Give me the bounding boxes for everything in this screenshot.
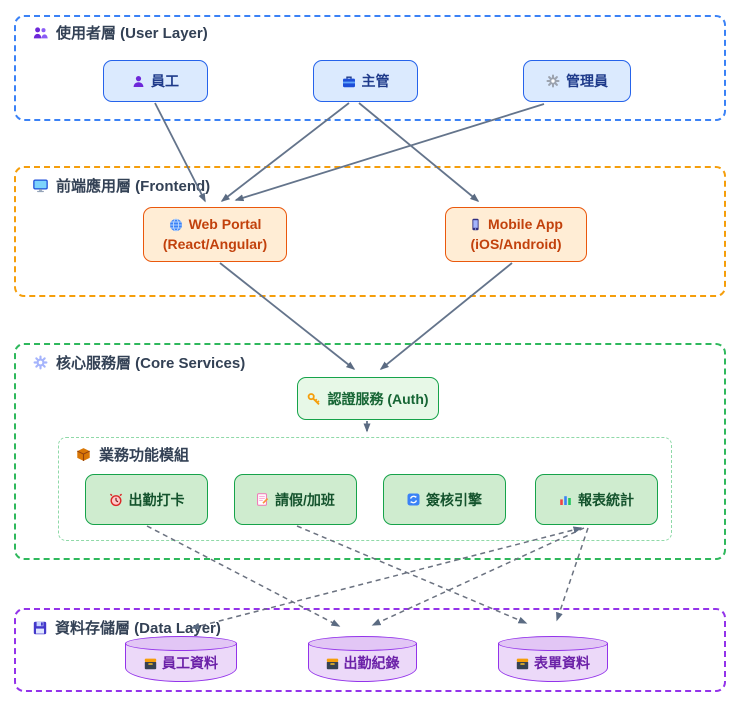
node-approval: 簽核引擎 — [383, 474, 506, 525]
node-auth: 認證服務 (Auth) — [297, 377, 439, 420]
phone-icon — [469, 218, 482, 231]
db-attendance: 出勤紀錄 — [308, 636, 417, 682]
node-reports-label: 報表統計 — [578, 491, 634, 508]
filebox-icon — [144, 657, 157, 670]
modules-subgraph-title: 業務功能模組 — [76, 444, 189, 465]
node-leave-label: 請假/加班 — [275, 491, 335, 508]
frontend-layer-title-text: 前端應用層 (Frontend) — [56, 178, 211, 195]
node-mobile-app-label: Mobile App — [488, 216, 563, 233]
frontend-layer-title: 前端應用層 (Frontend) — [33, 175, 210, 196]
node-mobile-app-sublabel: (iOS/Android) — [470, 236, 562, 252]
alarm-icon — [109, 493, 123, 507]
db-forms-label: 表單資料 — [534, 655, 590, 671]
node-attendance: 出勤打卡 — [85, 474, 208, 525]
repeat-icon — [407, 493, 420, 506]
user-icon — [132, 75, 145, 88]
gear-icon — [33, 355, 48, 370]
node-admin-label: 管理員 — [566, 73, 608, 89]
db-forms: 表單資料 — [498, 636, 608, 682]
node-admin: 管理員 — [523, 60, 631, 102]
node-employee: 員工 — [103, 60, 208, 102]
gear-icon — [546, 74, 560, 88]
modules-subgraph-title-text: 業務功能模組 — [99, 447, 190, 464]
db-employee-top — [125, 636, 237, 651]
briefcase-icon — [342, 75, 356, 88]
db-employee: 員工資料 — [125, 636, 237, 682]
filebox-icon — [326, 657, 339, 670]
node-mobile-app: Mobile App (iOS/Android) — [445, 207, 587, 262]
filebox-icon — [516, 657, 529, 670]
floppy-icon — [33, 621, 47, 635]
node-web-portal: Web Portal (React/Angular) — [143, 207, 287, 262]
users-icon — [33, 26, 48, 40]
data-layer-title-text: 資料存儲層 (Data Layer) — [55, 620, 221, 637]
key-icon — [307, 392, 321, 406]
node-approval-label: 簽核引擎 — [426, 491, 482, 508]
node-auth-label: 認證服務 (Auth) — [327, 390, 429, 407]
memo-icon — [256, 493, 269, 506]
node-manager: 主管 — [313, 60, 418, 102]
db-attendance-top — [308, 636, 417, 651]
user-layer-title-text: 使用者層 (User Layer) — [56, 25, 208, 42]
node-employee-label: 員工 — [151, 73, 179, 89]
node-web-portal-label: Web Portal — [188, 216, 262, 233]
db-attendance-label: 出勤紀錄 — [343, 655, 400, 671]
node-attendance-label: 出勤打卡 — [128, 491, 185, 508]
chart-icon — [559, 493, 572, 506]
core-layer-title-text: 核心服務層 (Core Services) — [56, 355, 246, 372]
db-employee-label: 員工資料 — [162, 655, 218, 671]
node-reports: 報表統計 — [535, 474, 658, 525]
node-leave: 請假/加班 — [234, 474, 357, 525]
monitor-icon — [33, 178, 48, 193]
data-layer-title: 資料存儲層 (Data Layer) — [33, 617, 221, 638]
core-layer-title: 核心服務層 (Core Services) — [33, 352, 245, 373]
package-icon — [76, 447, 91, 462]
node-manager-label: 主管 — [361, 73, 390, 89]
node-web-portal-sublabel: (React/Angular) — [162, 236, 268, 252]
user-layer-title: 使用者層 (User Layer) — [33, 22, 208, 43]
db-forms-top — [498, 636, 608, 651]
globe-icon — [169, 218, 183, 232]
